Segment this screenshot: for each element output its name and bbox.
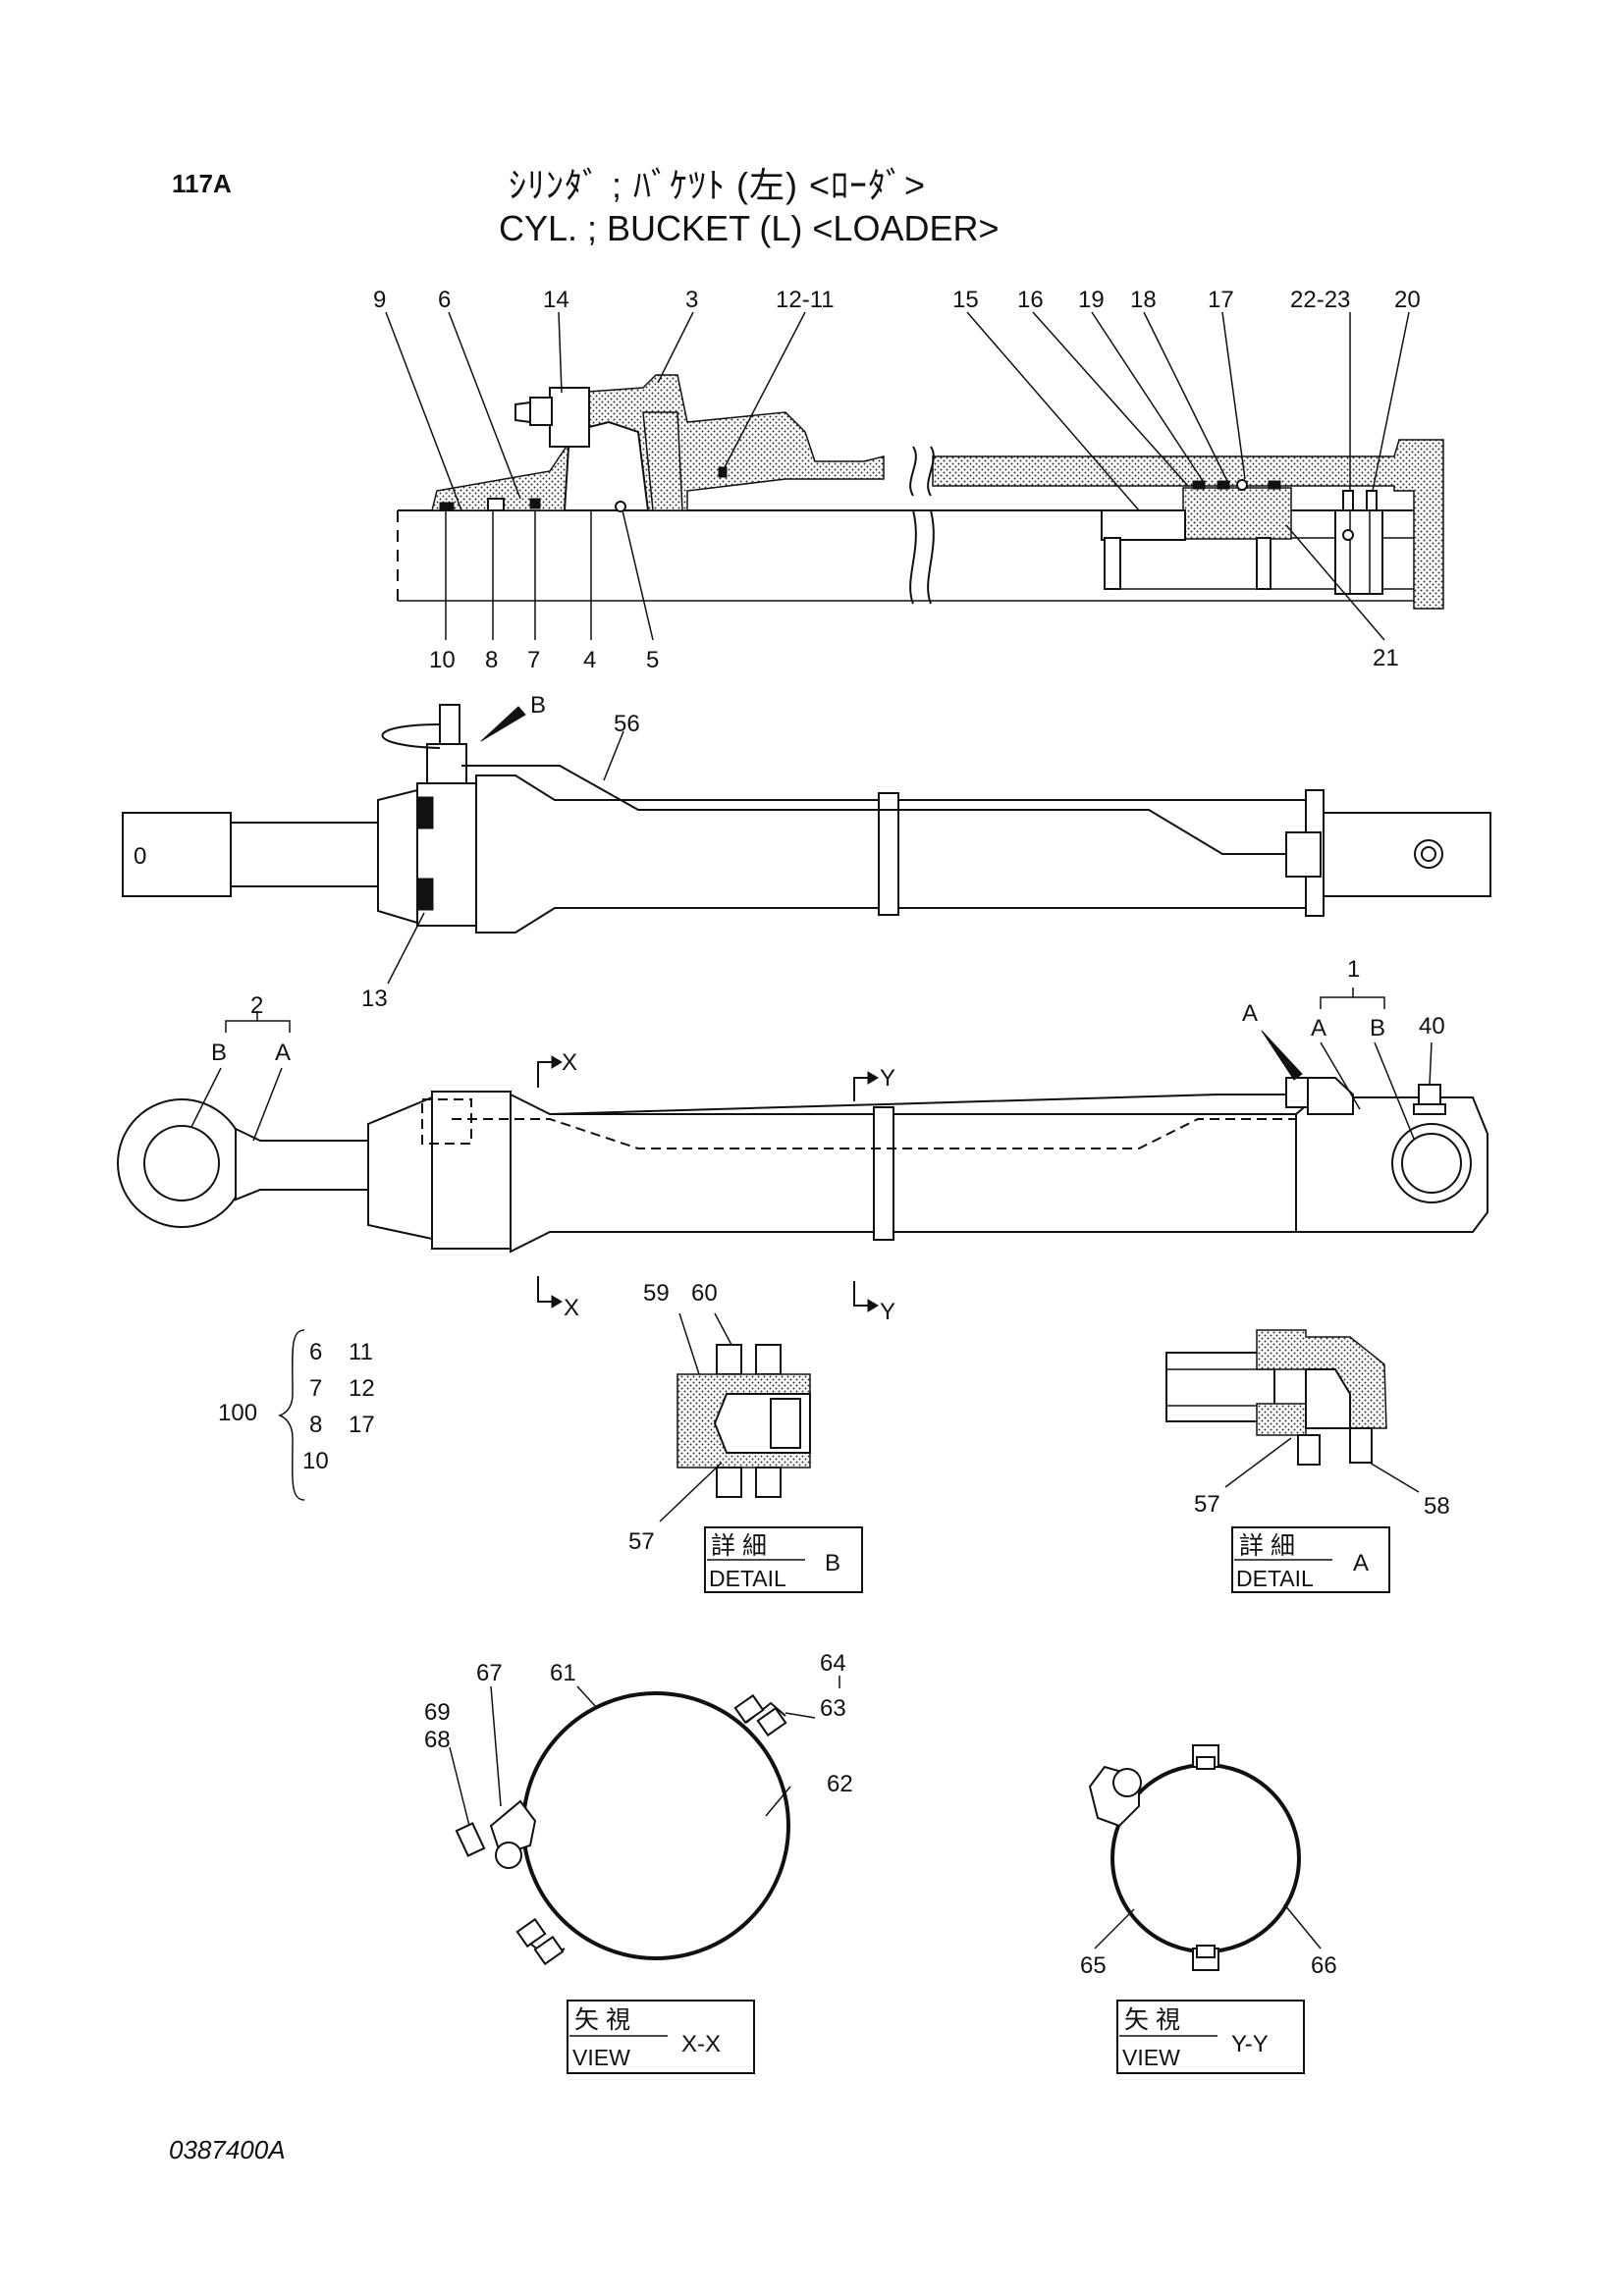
seal-kit: 100 6 11 7 12 8 17 10 — [218, 1329, 375, 1501]
kit-number: 100 — [218, 1400, 257, 1426]
section-top-labels: 9 6 14 3 12-11 15 16 19 18 17 22-23 20 — [373, 287, 1421, 313]
callout-label: 58 — [1424, 1493, 1450, 1520]
kit-item: 8 — [309, 1412, 322, 1438]
callout-label: B — [211, 1040, 227, 1066]
callout-label: 4 — [583, 647, 596, 673]
callout-label: 65 — [1080, 1952, 1107, 1979]
kit-item: 6 — [309, 1339, 322, 1365]
callout-label: 63 — [820, 1695, 846, 1722]
callout-label: 6 — [438, 287, 451, 313]
detail-b-caption: 詳 細 DETAIL B — [704, 1526, 863, 1593]
detail-marker-a: A — [1242, 1000, 1258, 1027]
callout-label: 56 — [614, 711, 640, 737]
caption-en: VIEW — [1122, 2045, 1180, 2070]
callout-label: 3 — [685, 287, 698, 313]
callout-label: 40 — [1419, 1013, 1445, 1040]
callout-label: 66 — [1311, 1952, 1337, 1979]
callout-label: 12-11 — [776, 287, 835, 313]
section-mark: X — [564, 1295, 579, 1321]
side-view-labels: B 56 13 — [361, 692, 640, 1012]
callout-label: 13 — [361, 986, 388, 1012]
view-yy-caption: 矢 視 VIEW Y-Y — [1116, 2000, 1305, 2074]
callout-label: 10 — [429, 647, 456, 673]
caption-letter: X-X — [681, 2031, 721, 2057]
view-xx-caption: 矢 視 VIEW X-X — [567, 2000, 755, 2074]
caption-jp: 詳 細 — [1239, 1532, 1295, 1560]
callout-label: 20 — [1394, 287, 1421, 313]
callout-label: 2 — [250, 992, 263, 1019]
kit-item: 17 — [349, 1412, 375, 1438]
detail-a: 57 58 — [1165, 1329, 1450, 1520]
caption-letter: Y-Y — [1231, 2031, 1269, 2057]
caption-en: DETAIL — [1236, 1566, 1314, 1591]
caption-en: VIEW — [572, 2045, 630, 2070]
detail-a-caption: 詳 細 DETAIL A — [1231, 1526, 1390, 1593]
section-mark: X — [562, 1049, 577, 1076]
kit-item: 7 — [309, 1375, 322, 1402]
front-view — [117, 1077, 1488, 1254]
section-view — [397, 374, 1444, 610]
callout-label: 64 — [820, 1650, 846, 1677]
callout-label: 21 — [1373, 645, 1399, 671]
detail-marker-b: B — [530, 692, 546, 719]
callout-label: 61 — [550, 1660, 576, 1686]
title-japanese: ｼﾘﾝﾀﾞ ; ﾊﾞｹﾂﾄ (左) <ﾛｰﾀﾞ> — [509, 165, 927, 205]
caption-jp: 矢 視 — [574, 2006, 630, 2034]
kit-item: 11 — [349, 1339, 373, 1365]
callout-label: 19 — [1078, 287, 1105, 313]
detail-b: 59 60 57 — [628, 1280, 811, 1555]
section-bottom-labels: 10 8 7 4 5 21 — [429, 645, 1399, 673]
callout-label: 15 — [952, 287, 979, 313]
callout-label: 59 — [643, 1280, 670, 1307]
view-xx: 64 63 67 61 69 68 62 — [424, 1650, 853, 1966]
drawing-code: 0387400A — [169, 2135, 286, 2164]
callout-label: 68 — [424, 1727, 451, 1753]
callout-label: B — [1370, 1015, 1385, 1041]
caption-en: DETAIL — [709, 1566, 786, 1591]
callout-label: 7 — [527, 647, 540, 673]
callout-label: 60 — [691, 1280, 718, 1307]
callout-label: 67 — [476, 1660, 503, 1686]
callout-label: 16 — [1017, 287, 1044, 313]
callout-label: 17 — [1208, 287, 1234, 313]
caption-letter: A — [1353, 1550, 1369, 1576]
caption-letter: B — [825, 1550, 840, 1576]
front-view-labels: 2 B A 1 A B A 40 X Y X Y — [190, 956, 1445, 1325]
callout-label: 22-23 — [1290, 287, 1350, 313]
kit-item: 12 — [349, 1375, 375, 1402]
kit-item: 10 — [302, 1448, 329, 1474]
callout-label: 62 — [827, 1771, 853, 1797]
callout-label: 57 — [1194, 1491, 1220, 1518]
callout-label: 69 — [424, 1699, 451, 1726]
callout-label: 18 — [1130, 287, 1157, 313]
caption-jp: 詳 細 — [711, 1532, 767, 1560]
callout-label: A — [275, 1040, 291, 1066]
section-mark: Y — [880, 1299, 895, 1325]
callout-label: 1 — [1347, 956, 1360, 983]
callout-label: 8 — [485, 647, 498, 673]
callout-label: A — [1311, 1015, 1326, 1041]
caption-jp: 矢 視 — [1124, 2006, 1180, 2034]
section-mark: Y — [880, 1065, 895, 1092]
section-leaders — [385, 311, 1410, 641]
callout-label: 9 — [373, 287, 386, 313]
page-number: 117A — [172, 169, 232, 198]
callout-label: 5 — [646, 647, 659, 673]
view-yy: 65 66 — [1080, 1744, 1337, 1979]
callout-label: 14 — [543, 287, 569, 313]
rod-end-mark: 0 — [134, 843, 146, 870]
side-view: 0 — [122, 704, 1491, 934]
callout-label: 57 — [628, 1528, 655, 1555]
title-english: CYL. ; BUCKET (L) <LOADER> — [499, 208, 1000, 248]
